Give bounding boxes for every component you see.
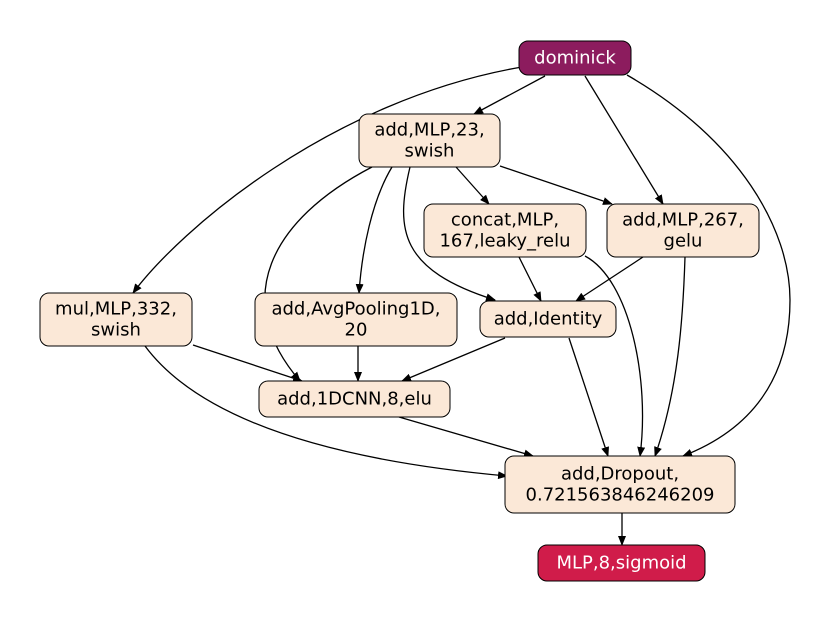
node-add-mlp-267: add,MLP,267,gelu: [606, 203, 760, 258]
node-add-dropout: add,Dropout,0.721563846246209: [504, 455, 736, 514]
node-concat-mlp-167: concat,MLP,167,leaky_relu: [423, 203, 587, 258]
node-box: [537, 544, 706, 582]
node-label: add,Identity: [494, 309, 603, 330]
node-mul-mlp-332: mul,MLP,332,swish: [39, 292, 193, 347]
node-add-1dcnn: add,1DCNN,8,elu: [258, 380, 451, 418]
node-label: swish: [405, 141, 455, 162]
node-label: mul,MLP,332,: [55, 299, 177, 320]
node-label: add,MLP,23,: [374, 120, 484, 141]
node-label: add,Dropout,: [561, 464, 679, 485]
edge-add_mlp_267-to-add_identity: [575, 256, 644, 302]
node-label: 0.721563846246209: [526, 485, 715, 506]
edge-add_identity-to-add_dropout: [568, 337, 609, 457]
node-add-avgpool: add,AvgPooling1D,20: [254, 292, 458, 347]
node-label: MLP,8,sigmoid: [556, 553, 686, 574]
node-output: MLP,8,sigmoid: [537, 544, 706, 582]
node-box: [258, 380, 451, 418]
edge-add_mlp_23-to-concat_mlp_167: [455, 166, 490, 205]
node-box: [518, 40, 632, 76]
nodes: dominickadd,MLP,23,swishconcat,MLP,167,l…: [39, 40, 760, 582]
edge-add_identity-to-add_1dcnn: [401, 337, 506, 382]
edge-add_mlp_23-to-add_identity: [402, 166, 496, 302]
edge-add_mlp_23-to-add_avgpool: [355, 166, 393, 294]
node-label: add,MLP,267,: [622, 210, 744, 231]
node-label: add,1DCNN,8,elu: [277, 389, 432, 410]
node-label: concat,MLP,: [451, 210, 559, 231]
edge-input-to-mul_mlp_332: [132, 66, 523, 294]
edge-add_mlp_23-to-add_mlp_267: [499, 165, 613, 205]
node-box: [423, 203, 587, 258]
edge-input-to-add_mlp_267: [584, 75, 664, 205]
node-box: [358, 113, 501, 168]
edge-input-to-add_mlp_23: [473, 75, 546, 115]
node-label: dominick: [534, 48, 616, 69]
node-box: [479, 300, 617, 338]
node-label: 167,leaky_relu: [439, 231, 570, 252]
edge-mul_mlp_332-to-add_1dcnn: [192, 344, 303, 382]
node-box: [504, 455, 736, 514]
node-input: dominick: [518, 40, 632, 76]
node-label: swish: [91, 320, 141, 341]
node-label: gelu: [664, 231, 703, 252]
node-add-identity: add,Identity: [479, 300, 617, 338]
edge-concat_mlp_167-to-add_dropout: [584, 255, 646, 457]
node-add-mlp-23: add,MLP,23,swish: [358, 113, 501, 168]
node-label: 20: [345, 320, 368, 341]
node-label: add,AvgPooling1D,: [271, 299, 440, 320]
edge-mul_mlp_332-to-add_dropout: [144, 345, 508, 480]
edge-input-to-add_dropout: [626, 74, 791, 457]
node-box: [606, 203, 760, 258]
edge-add_mlp_23-to-add_1dcnn: [264, 166, 373, 382]
edge-add_1dcnn-to-add_dropout: [398, 416, 534, 458]
edge-add_mlp_267-to-add_dropout: [654, 256, 686, 457]
edges: [132, 66, 791, 546]
node-box: [39, 292, 193, 347]
edge-concat_mlp_167-to-add_identity: [518, 256, 542, 302]
node-box: [254, 292, 458, 347]
